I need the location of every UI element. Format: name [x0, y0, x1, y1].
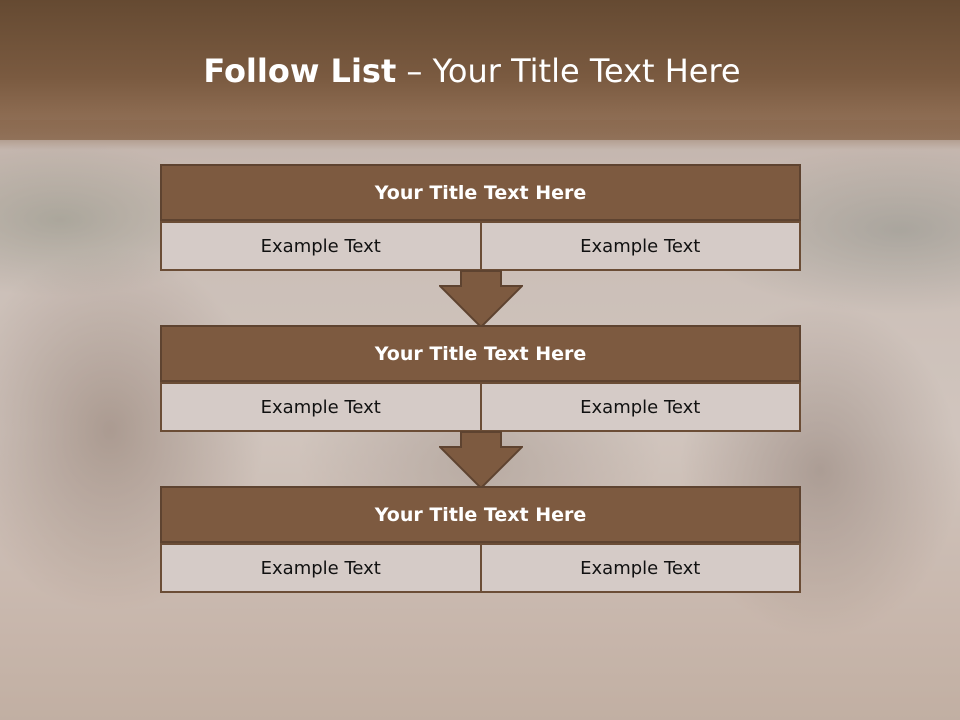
follow-block-2: Your Title Text Here Example Text Exampl…	[160, 325, 801, 432]
header-fade	[0, 120, 960, 150]
block-cell-right: Example Text	[480, 221, 801, 271]
block-title: Your Title Text Here	[160, 325, 801, 382]
follow-block-1: Your Title Text Here Example Text Exampl…	[160, 164, 801, 271]
block-cell-right: Example Text	[480, 543, 801, 593]
block-title: Your Title Text Here	[160, 486, 801, 543]
down-arrow-icon	[439, 431, 523, 489]
block-cells: Example Text Example Text	[160, 382, 801, 432]
block-cell-left: Example Text	[160, 221, 481, 271]
block-cells: Example Text Example Text	[160, 221, 801, 271]
slide-title-rest: – Your Title Text Here	[396, 52, 741, 90]
block-cell-left: Example Text	[160, 543, 481, 593]
block-cells: Example Text Example Text	[160, 543, 801, 593]
block-title: Your Title Text Here	[160, 164, 801, 221]
slide-title-bold: Follow List	[203, 52, 397, 90]
header-band	[0, 0, 960, 140]
block-cell-right: Example Text	[480, 382, 801, 432]
follow-block-3: Your Title Text Here Example Text Exampl…	[160, 486, 801, 593]
down-arrow-icon	[439, 270, 523, 328]
slide-title: Follow List – Your Title Text Here	[0, 52, 944, 90]
block-cell-left: Example Text	[160, 382, 481, 432]
